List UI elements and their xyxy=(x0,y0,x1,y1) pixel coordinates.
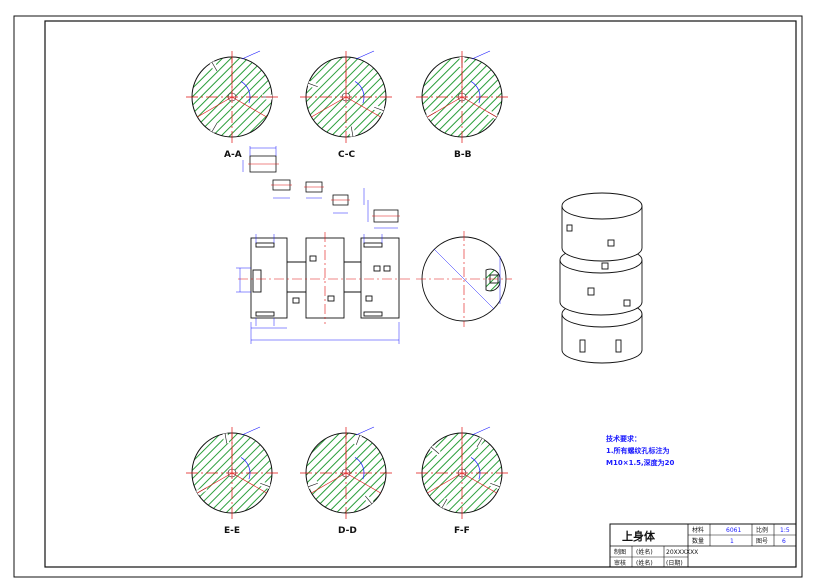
isometric-view xyxy=(559,192,643,364)
scale-value: 1:5 xyxy=(780,527,790,534)
tech-notes-line2: M10×1.5,深度为20 xyxy=(606,458,675,467)
material-label: 材料 xyxy=(692,526,704,534)
section-view: C-C xyxy=(300,50,392,160)
tech-notes-line1: 1.所有螺纹孔标注为 xyxy=(606,446,670,455)
section-label: C-C xyxy=(338,150,356,160)
check-name: (姓名) xyxy=(636,559,653,567)
outer-border xyxy=(13,15,803,578)
check-date: (日期) xyxy=(666,559,683,567)
section-views: A-A C-C B-B E-E D-D F-F xyxy=(186,50,508,536)
section-view: F-F xyxy=(416,426,508,536)
drawn-name: (姓名) xyxy=(636,548,653,556)
sheet-label: 图号 xyxy=(756,538,768,545)
section-label: A-A xyxy=(224,150,242,160)
section-view: E-E xyxy=(186,426,278,536)
title-block: 上身体 材料 6061 数量 1 比例 1:5 图号 6 制图 (姓名) 20X… xyxy=(609,523,797,568)
section-label: B-B xyxy=(454,150,472,160)
front-view xyxy=(236,232,410,344)
section-view: A-A xyxy=(186,50,278,160)
material-value: 6061 xyxy=(726,527,741,534)
drawn-date: 20XXXXXX xyxy=(666,549,698,556)
check-label: 审核 xyxy=(614,559,626,567)
drawn-label: 制图 xyxy=(614,548,626,556)
sheet-value: 6 xyxy=(782,538,786,545)
tech-notes-heading: 技术要求： xyxy=(606,434,641,443)
section-view: D-D xyxy=(300,426,392,536)
qty-label: 数量 xyxy=(692,537,704,545)
section-label: D-D xyxy=(338,526,357,536)
detail-views xyxy=(242,146,400,229)
section-view: B-B xyxy=(416,50,508,160)
section-label: E-E xyxy=(224,526,240,536)
side-view xyxy=(416,231,512,327)
qty-value: 1 xyxy=(730,538,734,545)
scale-label: 比例 xyxy=(756,526,768,534)
part-name: 上身体 xyxy=(622,529,656,543)
section-label: F-F xyxy=(454,526,470,536)
inner-frame xyxy=(44,20,797,568)
tech-notes: 技术要求： 1.所有螺纹孔标注为 M10×1.5,深度为20 xyxy=(606,434,675,467)
